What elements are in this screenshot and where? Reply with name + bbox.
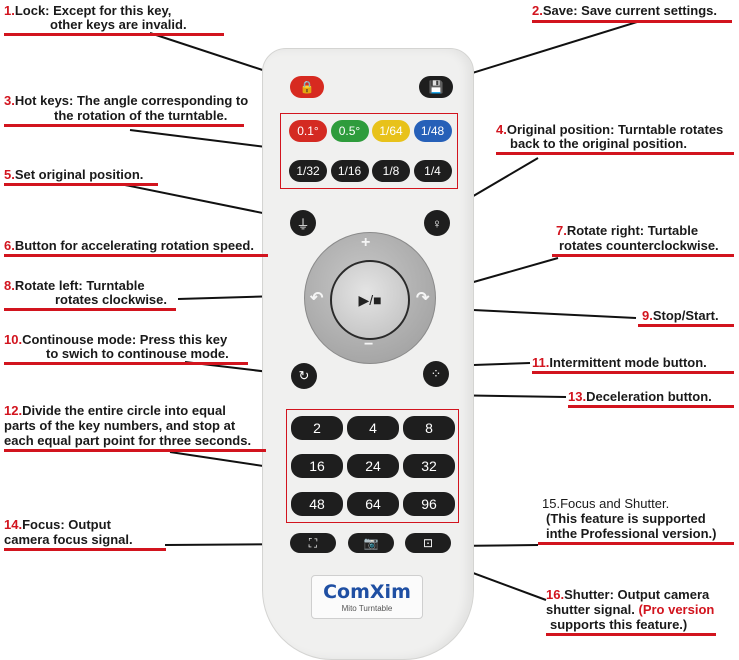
rotate-right-icon: ↷ bbox=[416, 290, 430, 307]
focus-shutter-button[interactable]: ⊡ bbox=[405, 533, 451, 553]
label-focus: 14.Focus: Output bbox=[4, 517, 111, 532]
loop-icon: ↻ bbox=[298, 368, 310, 383]
save-button[interactable]: 💾 bbox=[419, 76, 453, 98]
home-position-icon: ♀ bbox=[432, 215, 442, 231]
label-lock: 1.Lock: Except for this key, bbox=[4, 3, 172, 18]
label-continuous: 10.Continouse mode: Press this key bbox=[4, 332, 228, 347]
underline-deceleration bbox=[568, 405, 734, 408]
label-deceleration: 13.Deceleration button. bbox=[568, 389, 712, 404]
label-number-keys-line3: each equal part point for three seconds. bbox=[4, 433, 252, 448]
underline-accelerate bbox=[4, 254, 268, 257]
label-set-original: 5.Set original position. bbox=[4, 167, 144, 182]
hot-key-0[interactable]: 0.1° bbox=[289, 120, 327, 142]
underline-save bbox=[532, 20, 732, 23]
underline-focus bbox=[4, 548, 166, 551]
label-rotate-left: 8.Rotate left: Turntable bbox=[4, 278, 145, 293]
label-focus-shutter-note2: inthe Professional version.) bbox=[546, 526, 717, 541]
underline-hot-keys bbox=[4, 124, 244, 127]
original-position-button[interactable]: ♀ bbox=[424, 210, 450, 236]
number-keys-frame bbox=[286, 409, 459, 523]
label-hot-keys: 3.Hot keys: The angle corresponding to bbox=[4, 93, 249, 108]
number-key-1[interactable]: 4 bbox=[347, 416, 399, 440]
set-original-button[interactable]: ⏚ bbox=[290, 210, 316, 236]
label-original-position-line2: back to the original position. bbox=[510, 136, 687, 151]
number-key-5[interactable]: 32 bbox=[403, 454, 455, 478]
continuous-mode-button[interactable]: ↻ bbox=[291, 363, 317, 389]
label-accelerate: 6.Button for accelerating rotation speed… bbox=[4, 238, 254, 253]
label-number-keys: 12.Divide the entire circle into equal bbox=[4, 403, 226, 418]
rotate-left-button[interactable]: ↶ bbox=[310, 288, 323, 308]
label-rotate-right-line2: rotates counterclockwise. bbox=[559, 238, 719, 253]
label-rotate-left-line2: rotates clockwise. bbox=[55, 292, 167, 307]
dotted-circle-icon: ⁘ bbox=[430, 366, 442, 381]
underline-number-keys bbox=[4, 449, 266, 452]
focus-frame-icon: ⛶ bbox=[308, 535, 318, 550]
hot-key-1[interactable]: 0.5° bbox=[330, 120, 369, 142]
brand-plate: ComXim Mito Turntable bbox=[311, 575, 423, 619]
underline-focus-shutter bbox=[538, 542, 734, 545]
label-lock-line2: other keys are invalid. bbox=[50, 17, 187, 32]
shutter-button[interactable]: 📷 bbox=[348, 533, 394, 553]
label-focus-shutter-note1: (This feature is supported bbox=[546, 511, 706, 526]
stop-start-button[interactable]: ▶/■ bbox=[330, 260, 410, 340]
number-key-6[interactable]: 48 bbox=[291, 492, 343, 516]
hot-key-3[interactable]: 1/48 bbox=[413, 120, 452, 142]
underline-lock bbox=[4, 33, 224, 36]
underline-rotate-right bbox=[552, 254, 734, 257]
fraction-key-2[interactable]: 1/8 bbox=[372, 160, 410, 182]
accelerate-button[interactable]: + bbox=[361, 234, 371, 251]
underline-shutter bbox=[546, 633, 716, 636]
number-key-4[interactable]: 24 bbox=[347, 454, 399, 478]
label-stop-start: 9.Stop/Start. bbox=[642, 308, 719, 323]
camera-icon: 📷 bbox=[363, 536, 379, 550]
intermittent-mode-button[interactable]: ⁘ bbox=[423, 361, 449, 387]
hot-keys-frame bbox=[280, 113, 458, 189]
number-key-3[interactable]: 16 bbox=[291, 454, 343, 478]
underline-rotate-left bbox=[4, 308, 176, 311]
focus-button[interactable]: ⛶ bbox=[290, 533, 336, 553]
label-hot-keys-line2: the rotation of the turntable. bbox=[54, 108, 228, 123]
lock-icon: 🔒 bbox=[299, 80, 315, 94]
fraction-key-1[interactable]: 1/16 bbox=[330, 160, 369, 182]
anchor-icon: ⏚ bbox=[296, 216, 310, 232]
fraction-key-0[interactable]: 1/32 bbox=[289, 160, 327, 182]
label-rotate-right: 7.Rotate right: Turtable bbox=[556, 223, 699, 238]
label-original-position: 4.Original position: Turntable rotates bbox=[496, 122, 724, 137]
number-key-8[interactable]: 96 bbox=[403, 492, 455, 516]
lock-button[interactable]: 🔒 bbox=[290, 76, 324, 98]
label-save: 2.Save: Save current settings. bbox=[532, 3, 717, 18]
decelerate-button[interactable]: − bbox=[364, 336, 374, 353]
fraction-key-3[interactable]: 1/4 bbox=[413, 160, 452, 182]
hot-key-2[interactable]: 1/64 bbox=[372, 120, 410, 142]
label-focus-line2: camera focus signal. bbox=[4, 532, 133, 547]
brand-name: ComXim bbox=[323, 581, 411, 603]
label-shutter: 16.Shutter: Output camera bbox=[546, 587, 710, 602]
underline-set-original bbox=[4, 183, 158, 186]
play-stop-icon: ▶/■ bbox=[358, 291, 382, 308]
underline-intermittent bbox=[532, 371, 734, 374]
model-name: Mito Turntable bbox=[341, 604, 393, 613]
label-continuous-line2: to swich to continouse mode. bbox=[46, 346, 229, 361]
label-shutter-line2: shutter signal. (Pro version bbox=[546, 602, 715, 617]
focus-camera-icon: ⊡ bbox=[422, 536, 434, 550]
label-focus-shutter: 15.Focus and Shutter. bbox=[542, 496, 670, 511]
label-number-keys-line2: parts of the key numbers, and stop at bbox=[4, 418, 236, 433]
rotate-left-icon: ↶ bbox=[310, 290, 324, 307]
floppy-disk-icon: 💾 bbox=[428, 80, 444, 94]
number-key-0[interactable]: 2 bbox=[291, 416, 343, 440]
label-shutter-line3: supports this feature.) bbox=[550, 617, 688, 632]
underline-original-position bbox=[496, 152, 734, 155]
underline-continuous bbox=[4, 362, 248, 365]
underline-stop-start bbox=[638, 324, 734, 327]
number-key-7[interactable]: 64 bbox=[347, 492, 399, 516]
label-intermittent: 11.Intermittent mode button. bbox=[532, 355, 707, 370]
rotate-right-button[interactable]: ↷ bbox=[416, 288, 429, 308]
number-key-2[interactable]: 8 bbox=[403, 416, 455, 440]
